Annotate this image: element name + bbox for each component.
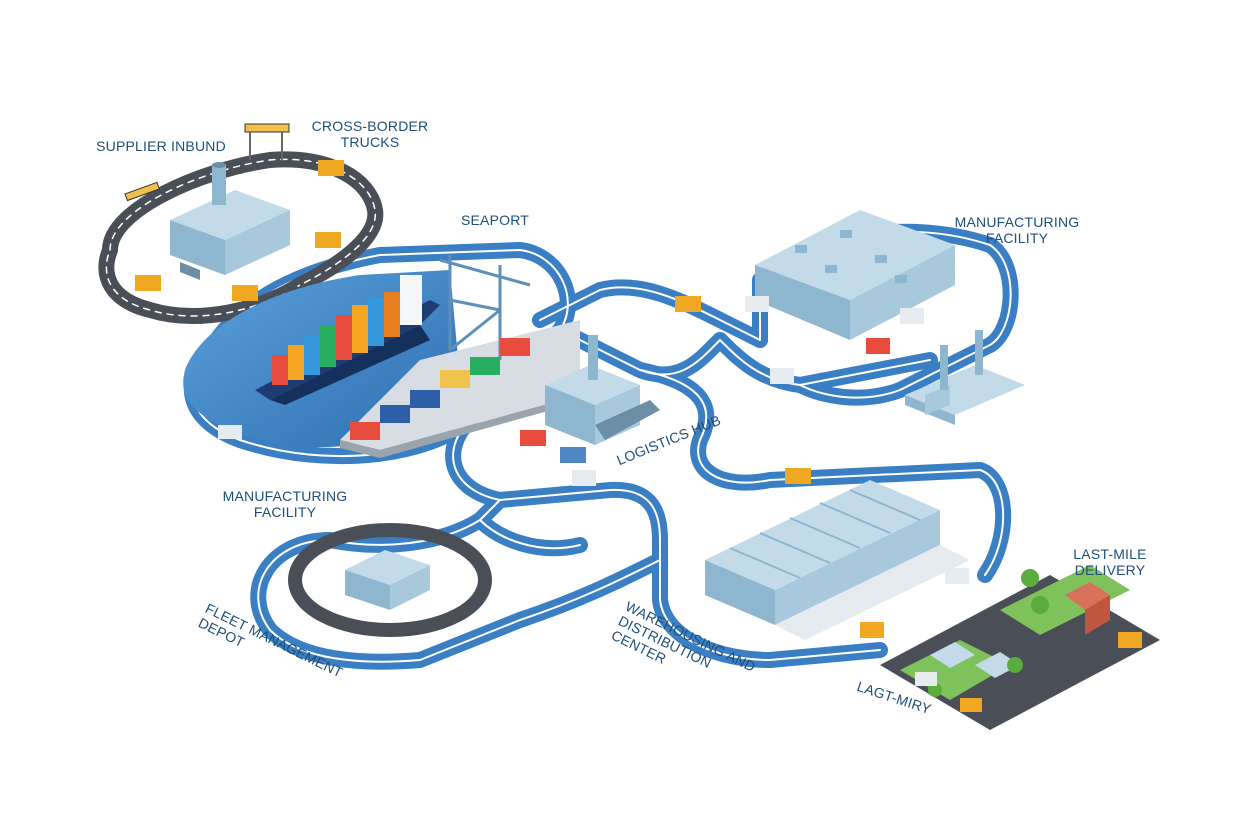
label-manufacturing-facility-top: MANUFACTURING FACILITY xyxy=(942,214,1092,246)
label-seaport: SEAPORT xyxy=(440,212,550,228)
warehouse-building xyxy=(705,480,970,640)
label-manufacturing-facility-left: MANUFACTURING FACILITY xyxy=(210,488,360,520)
label-last-mile-delivery: LAST-MILE DELIVERY xyxy=(1060,546,1160,578)
label-supplier-inbound: SUPPLIER INBUND xyxy=(86,138,236,154)
label-cross-border-trucks: CROSS-BORDER TRUCKS xyxy=(300,118,440,150)
